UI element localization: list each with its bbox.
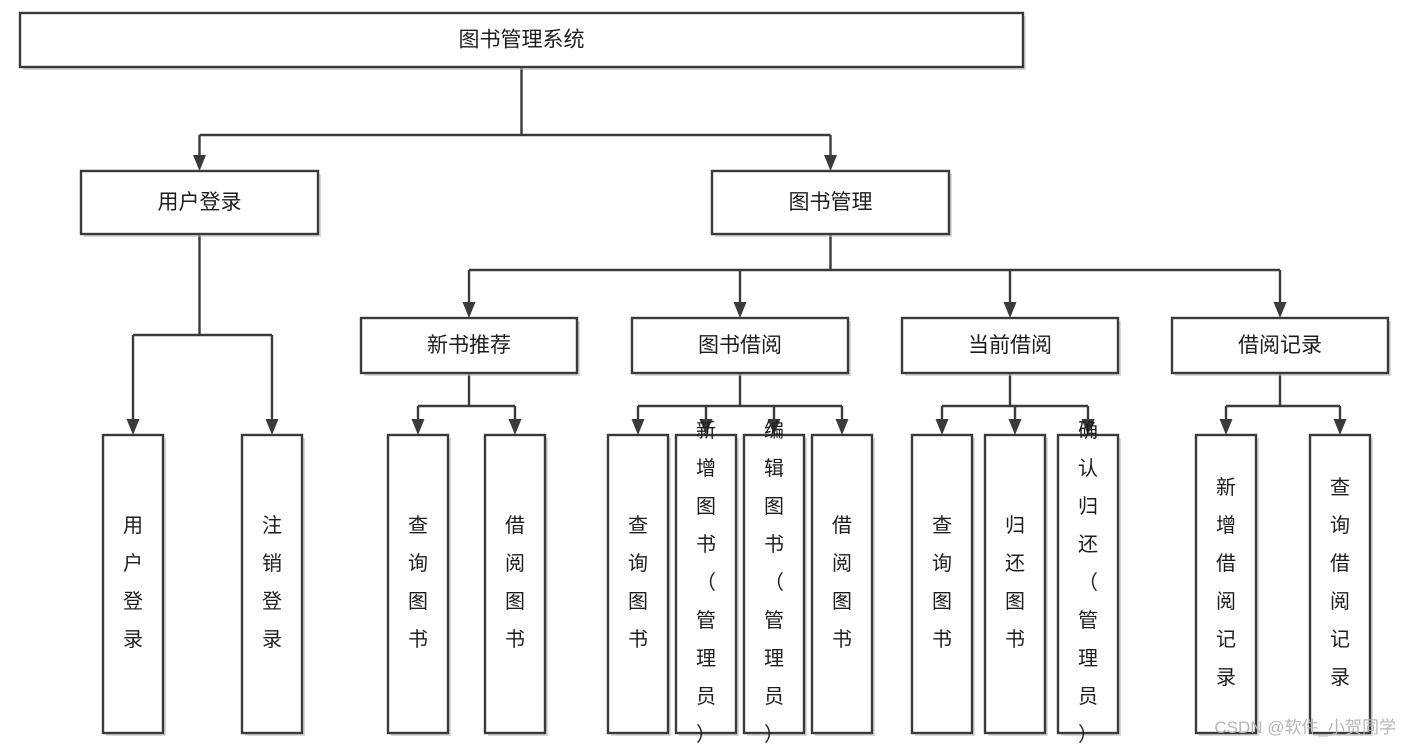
- node-box[interactable]: [900, 316, 1120, 375]
- node-leaf_query_record[interactable]: 查询借阅记录: [1308, 433, 1373, 736]
- node-leaf_borrow_book_a[interactable]: 借阅图书: [483, 433, 548, 736]
- node-book_mgmt[interactable]: 图书管理: [710, 169, 952, 237]
- connector-arrowhead: [699, 419, 713, 435]
- connector-group-current: [935, 373, 1095, 435]
- node-box[interactable]: [1056, 433, 1120, 735]
- connector-arrowhead: [1008, 419, 1022, 435]
- node-login[interactable]: 用户登录: [79, 169, 321, 237]
- node-box[interactable]: [386, 433, 450, 735]
- node-label: 查询图书: [932, 514, 952, 651]
- node-label: 借阅图书: [832, 514, 852, 651]
- node-box[interactable]: [606, 433, 670, 735]
- node-box[interactable]: [810, 433, 874, 735]
- connector-arrowhead: [462, 302, 476, 318]
- connector-arrowhead: [1081, 419, 1095, 435]
- connector-group-new_rec: [411, 373, 522, 435]
- node-box[interactable]: [630, 316, 850, 375]
- node-box[interactable]: [101, 433, 165, 735]
- node-label: 查询图书: [408, 514, 428, 651]
- node-label: 当前借阅: [968, 334, 1052, 357]
- node-leaf_add_book[interactable]: 新增图书（管理员）: [674, 419, 739, 746]
- node-label: 图书借阅: [698, 334, 782, 357]
- node-root[interactable]: 图书管理系统: [18, 11, 1026, 70]
- node-leaf_query_book_c[interactable]: 查询图书: [910, 433, 975, 736]
- node-label: 新增借阅记录: [1216, 476, 1236, 689]
- node-leaf_query_book_b[interactable]: 查询图书: [606, 433, 671, 736]
- node-borrow[interactable]: 图书借阅: [630, 316, 851, 376]
- node-label: 编辑图书（管理员）: [764, 419, 784, 746]
- node-box[interactable]: [79, 169, 320, 236]
- connector-arrowhead: [767, 419, 781, 435]
- node-box[interactable]: [983, 433, 1047, 735]
- node-leaf_add_record[interactable]: 新增借阅记录: [1194, 433, 1259, 736]
- node-leaf_user_login[interactable]: 用户登录: [101, 433, 166, 736]
- node-label: 确认归还（管理员）: [1078, 419, 1098, 746]
- connector-arrowhead: [935, 419, 949, 435]
- node-label: 用户登录: [123, 515, 143, 651]
- node-box[interactable]: [1308, 433, 1372, 735]
- connector-arrowhead: [265, 419, 279, 435]
- connector-group-records: [1219, 373, 1347, 435]
- node-label: 新书推荐: [427, 334, 511, 357]
- node-label: 查询图书: [628, 514, 648, 651]
- node-label: 归还图书: [1005, 514, 1025, 651]
- connector-group-root: [193, 67, 837, 171]
- connector-group-book_mgmt: [462, 234, 1287, 318]
- node-leaf_logout[interactable]: 注销登录: [240, 433, 305, 736]
- node-label: 借阅记录: [1238, 334, 1322, 357]
- node-current[interactable]: 当前借阅: [900, 316, 1121, 376]
- node-box[interactable]: [483, 433, 547, 735]
- node-records[interactable]: 借阅记录: [1170, 316, 1391, 376]
- node-box[interactable]: [710, 169, 951, 236]
- watermark-label: CSDN @软件_小贺同学: [1214, 718, 1396, 737]
- node-leaf_borrow_book_b[interactable]: 借阅图书: [810, 433, 875, 736]
- connector-arrowhead: [1003, 302, 1017, 318]
- connector-arrowhead: [126, 419, 140, 435]
- node-layer: 图书管理系统用户登录图书管理新书推荐图书借阅当前借阅借阅记录用户登录注销登录查询…: [18, 11, 1391, 746]
- connector-arrowhead: [733, 302, 747, 318]
- connector-arrowhead: [411, 419, 425, 435]
- connector-arrowhead: [193, 155, 206, 171]
- node-label: 借阅图书: [505, 514, 525, 651]
- connector-arrowhead: [1273, 302, 1287, 318]
- node-new_rec[interactable]: 新书推荐: [359, 316, 580, 376]
- node-label: 图书管理系统: [459, 29, 585, 52]
- node-label: 图书管理: [789, 191, 873, 214]
- node-box[interactable]: [1170, 316, 1390, 375]
- connector-arrowhead: [631, 419, 645, 435]
- connector-arrowhead: [1333, 419, 1347, 435]
- connector-layer: [126, 67, 1347, 435]
- connector-arrowhead: [835, 419, 849, 435]
- node-leaf_query_book_a[interactable]: 查询图书: [386, 433, 451, 736]
- node-box[interactable]: [674, 433, 738, 735]
- node-label: 查询借阅记录: [1330, 476, 1350, 689]
- node-box[interactable]: [18, 11, 1025, 69]
- node-box[interactable]: [910, 433, 974, 735]
- connector-group-borrow: [631, 373, 849, 435]
- node-box[interactable]: [240, 433, 304, 735]
- node-box[interactable]: [742, 433, 806, 735]
- connector-arrowhead: [824, 155, 837, 171]
- node-label: 用户登录: [158, 191, 242, 214]
- node-leaf_return_book[interactable]: 归还图书: [983, 433, 1048, 736]
- connector-group-login: [126, 234, 279, 435]
- connector-arrowhead: [1219, 419, 1233, 435]
- node-box[interactable]: [359, 316, 579, 375]
- connector-arrowhead: [508, 419, 522, 435]
- node-label: 注销登录: [262, 514, 282, 651]
- node-leaf_edit_book[interactable]: 编辑图书（管理员）: [742, 419, 807, 746]
- node-label: 新增图书（管理员）: [696, 419, 716, 746]
- node-leaf_confirm_return[interactable]: 确认归还（管理员）: [1056, 419, 1121, 746]
- node-box[interactable]: [1194, 433, 1258, 735]
